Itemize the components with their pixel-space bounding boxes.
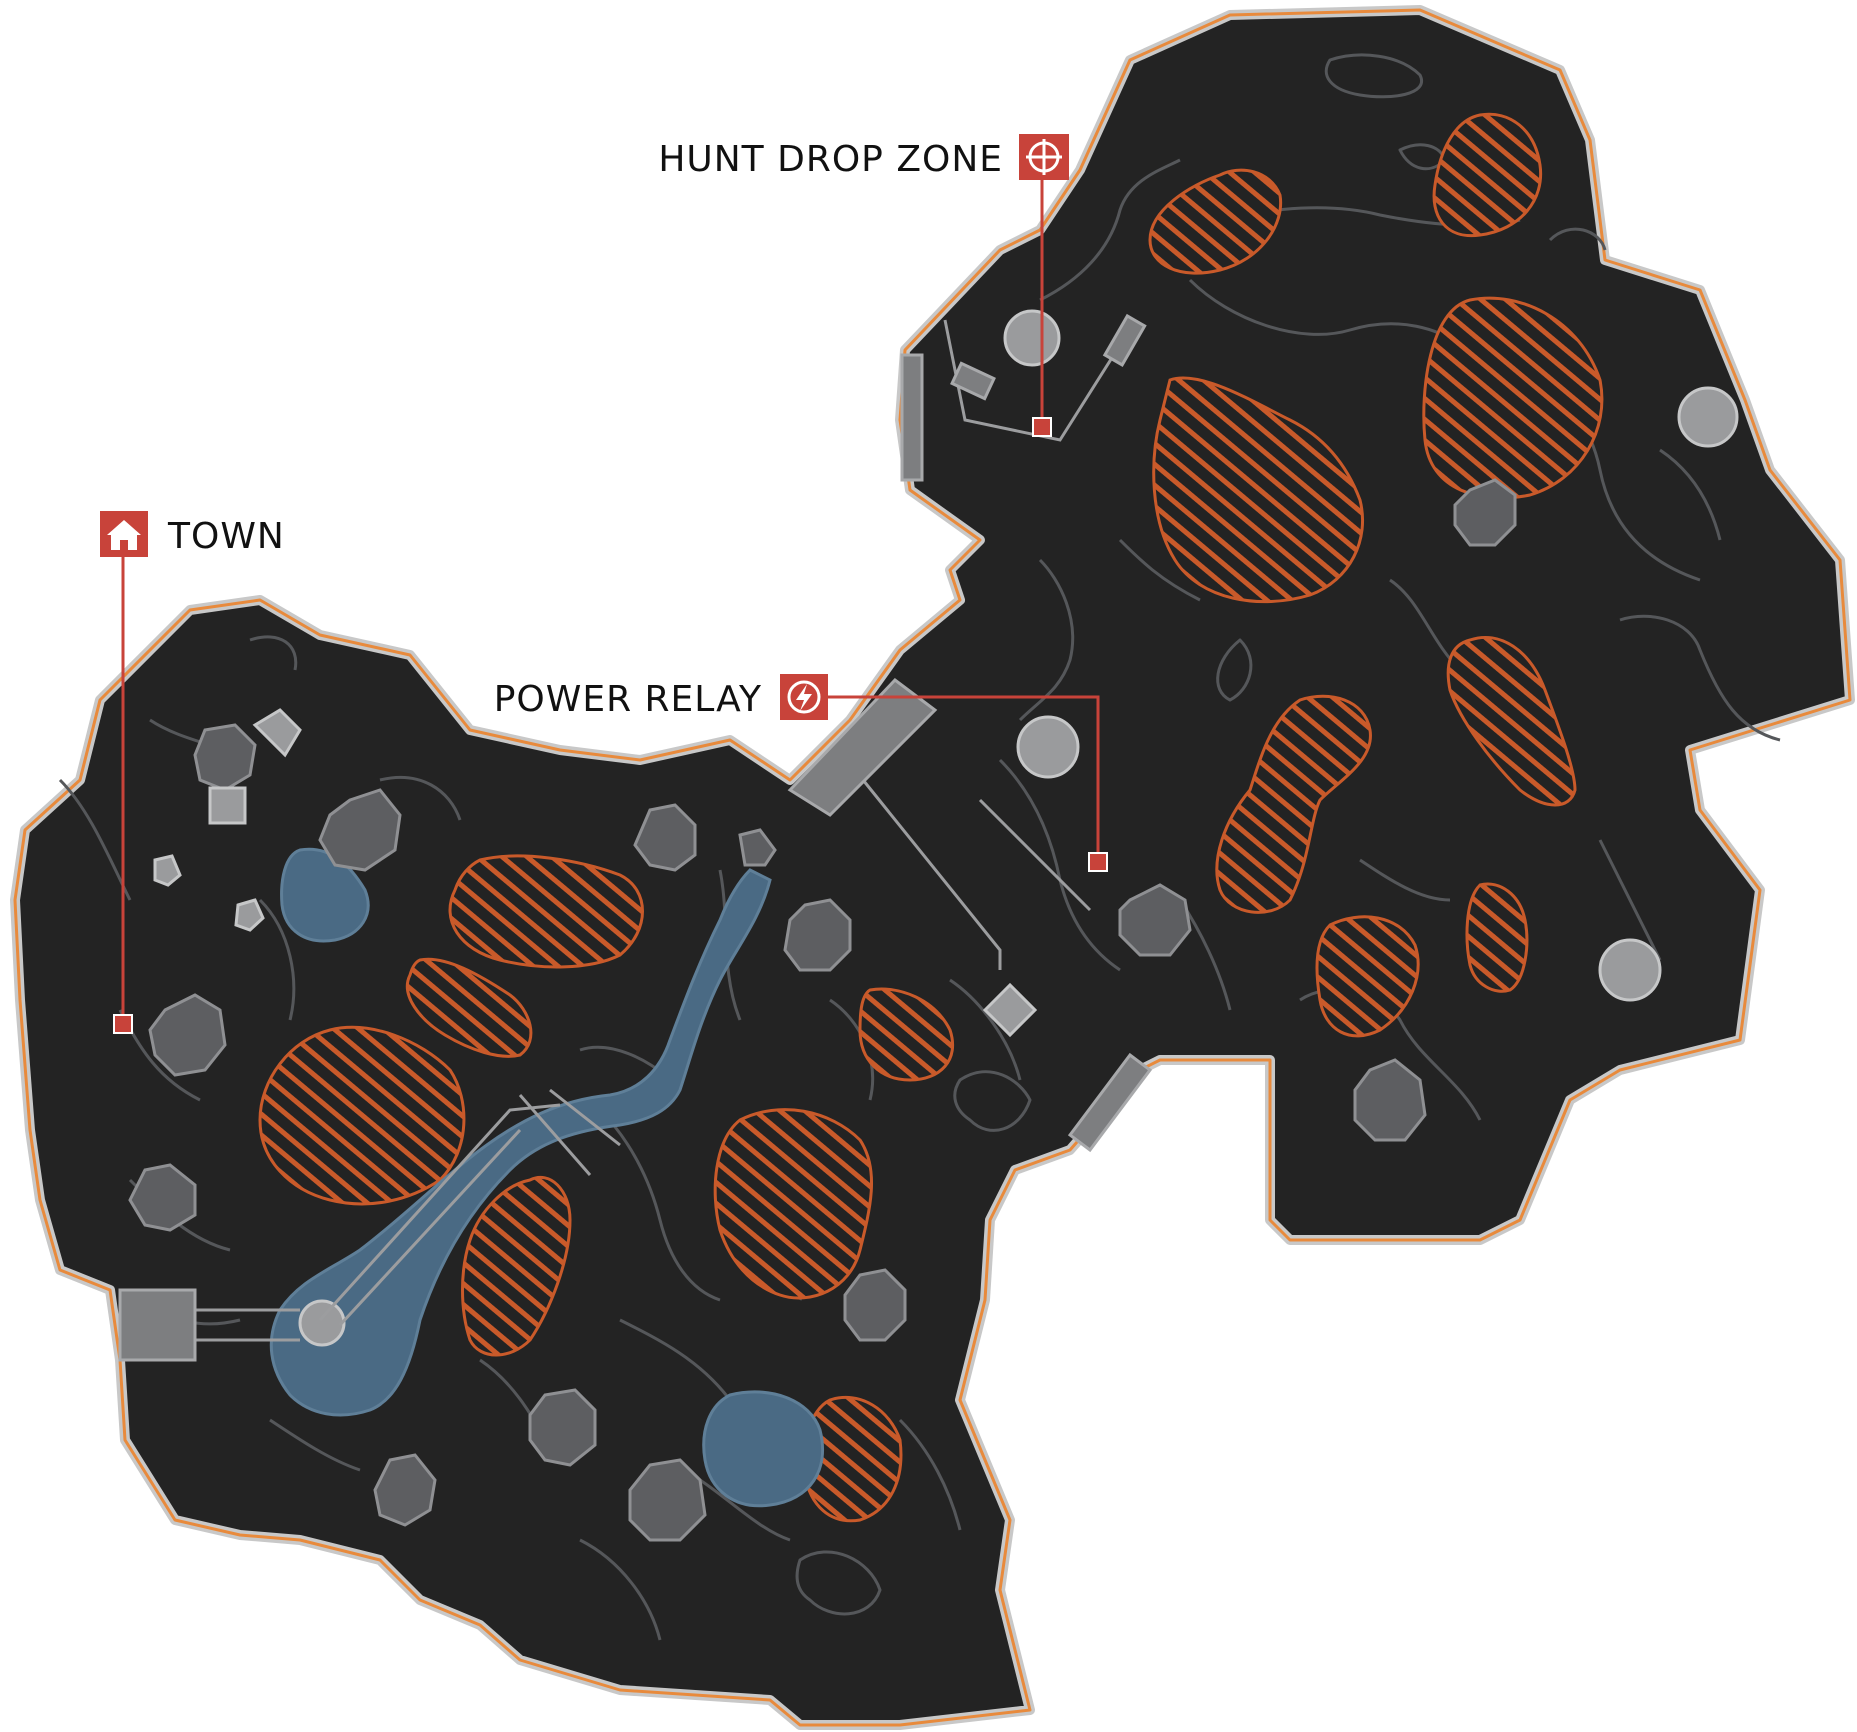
- marker-leaders: [113, 175, 1108, 1034]
- town-label: TOWN: [167, 516, 285, 557]
- lightning-icon[interactable]: [780, 674, 828, 720]
- rock: [318, 788, 402, 872]
- boulder: [153, 854, 182, 887]
- boulder: [1598, 938, 1662, 1002]
- hazard-zone: [1432, 112, 1543, 238]
- boulder: [982, 982, 1038, 1038]
- crosshair-icon[interactable]: [1019, 134, 1069, 180]
- pond: [702, 1390, 825, 1508]
- boulder: [1677, 386, 1739, 448]
- building: [1102, 313, 1147, 367]
- marker-icons: [100, 134, 1069, 720]
- landmass-border: [13, 8, 1852, 1727]
- landmarks: [153, 309, 1739, 1347]
- contour-line: [598, 1108, 721, 1302]
- road: [318, 1103, 561, 1322]
- hazard-zone: [461, 1176, 572, 1357]
- water-bodies: [269, 847, 825, 1508]
- contour-line: [269, 1418, 361, 1472]
- hazard-zone: [1465, 882, 1529, 993]
- contour-line: [949, 978, 1022, 1081]
- bunker: [118, 1288, 197, 1362]
- road: [549, 1088, 621, 1147]
- contour-line: [579, 1538, 662, 1641]
- boulder: [1016, 715, 1080, 779]
- power-relay-node[interactable]: [1088, 852, 1108, 872]
- road: [943, 319, 1122, 442]
- contour-line: [953, 1070, 1032, 1132]
- contour-line: [619, 1318, 732, 1401]
- power-relay-label: POWER RELAY: [494, 679, 762, 720]
- hazard-zone: [858, 987, 955, 1082]
- rocks: [128, 478, 1517, 1542]
- hunt-drop-zone-label: HUNT DROP ZONE: [658, 139, 1003, 180]
- rock: [843, 1268, 907, 1342]
- contour-line: [379, 775, 462, 821]
- boulder: [1003, 309, 1061, 367]
- contour-line: [1039, 158, 1181, 302]
- contour-line: [1018, 558, 1075, 722]
- road: [978, 798, 1092, 912]
- boulder: [298, 1299, 346, 1347]
- rock: [633, 803, 697, 872]
- contour-line: [699, 1478, 791, 1542]
- road: [853, 769, 1002, 970]
- road: [518, 1094, 592, 1176]
- hazard-zone: [1446, 635, 1577, 807]
- rock: [1453, 478, 1517, 547]
- contour-line: [795, 1550, 882, 1616]
- contour-line: [1324, 53, 1424, 99]
- contour-line: [1118, 538, 1201, 602]
- hazard-zone: [1422, 296, 1604, 500]
- road: [338, 1128, 522, 1327]
- hazard-zones: [258, 112, 1604, 1523]
- hazard-zone: [1215, 694, 1372, 914]
- rock: [783, 898, 852, 972]
- contour-line: [1598, 839, 1662, 961]
- rock: [528, 1388, 597, 1467]
- gate: [1067, 1052, 1153, 1153]
- contour-line: [1548, 227, 1607, 251]
- boulder: [252, 708, 302, 758]
- hazard-zone: [448, 854, 644, 969]
- power-relay-leader: [827, 695, 1100, 860]
- rock: [128, 1163, 197, 1232]
- town-node[interactable]: [113, 1014, 133, 1034]
- rock: [628, 1458, 707, 1542]
- building: [950, 361, 996, 401]
- hazard-zone: [1152, 376, 1365, 604]
- hazard-zone: [405, 957, 533, 1058]
- rock: [1118, 883, 1192, 957]
- hunt-drop-zone-node[interactable]: [1032, 417, 1052, 437]
- ramp: [900, 353, 924, 482]
- rock: [193, 723, 257, 792]
- rock: [148, 993, 227, 1077]
- contour-line: [1619, 614, 1781, 742]
- hazard-zone: [258, 1025, 466, 1206]
- contour-line: [1216, 638, 1253, 702]
- gate: [787, 678, 938, 817]
- hazard-zone: [713, 1108, 873, 1300]
- rock: [1353, 1058, 1427, 1142]
- hazard-zone: [1315, 915, 1420, 1038]
- marker-labels: HUNT DROP ZONE TOWN POWER RELAY: [167, 139, 1003, 720]
- boulder: [208, 786, 247, 825]
- boulder: [234, 898, 265, 932]
- contour-line: [1659, 448, 1722, 541]
- contour-line: [1188, 278, 1461, 347]
- structures: [118, 313, 1153, 1362]
- rock: [373, 1453, 437, 1527]
- hazard-zone: [1148, 168, 1283, 275]
- contour-line: [249, 635, 298, 671]
- house-icon[interactable]: [100, 511, 148, 557]
- river: [269, 868, 772, 1417]
- contour-line: [1359, 858, 1451, 902]
- contour-line: [258, 898, 296, 1021]
- contour-line: [898, 1418, 962, 1531]
- rock: [738, 828, 777, 867]
